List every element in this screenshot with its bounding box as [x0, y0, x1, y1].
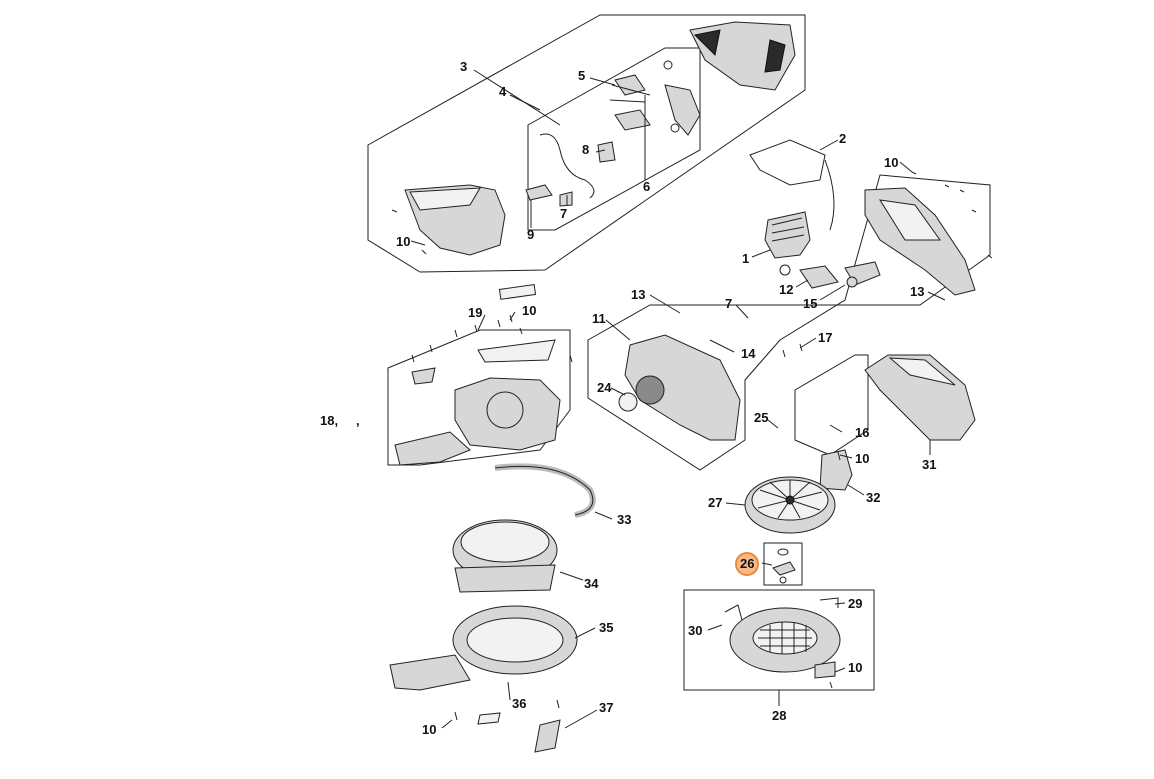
callout-31: 31	[922, 457, 937, 472]
callout-27: 27	[708, 495, 723, 510]
callout-8: 8	[582, 142, 590, 157]
blower-housing-part	[454, 377, 561, 451]
callout-1: 1	[742, 251, 750, 266]
trigger-part	[614, 74, 646, 96]
callout-11: 11	[592, 311, 606, 326]
callout-10: 10	[848, 660, 863, 675]
trigger-lever-part	[664, 84, 701, 136]
callout-24: 24	[597, 380, 612, 395]
callout-18: 18,	[320, 413, 339, 428]
housing-group-frame	[587, 174, 991, 471]
switch-part	[597, 141, 616, 163]
power-cable-part	[749, 139, 826, 186]
callout-10: 10	[422, 722, 437, 737]
callout-35: 35	[599, 620, 614, 635]
callout-10: 10	[884, 155, 899, 170]
callout-33: 33	[617, 512, 632, 527]
callout-28: 28	[772, 708, 787, 723]
callout-2: 2	[839, 131, 847, 146]
callout-12: 12	[779, 282, 794, 297]
highlighted-callout-26-marker[interactable]	[735, 552, 759, 576]
callout-26[interactable]: 26	[740, 556, 755, 571]
callout-25: 25	[754, 410, 769, 425]
callout-32: 32	[866, 490, 881, 505]
fan-hardware-frame	[763, 542, 803, 586]
callout-13: 13	[631, 287, 646, 302]
callout-7: 7	[725, 296, 733, 311]
side-housing-part	[624, 334, 741, 441]
handle-subgroup-frame	[527, 47, 701, 231]
callout-9: 9	[527, 227, 535, 242]
callout-3: 3	[460, 59, 468, 74]
callout-13: 13	[910, 284, 925, 299]
callout-6: 6	[643, 179, 651, 194]
callout-17: 17	[818, 330, 833, 345]
callout-29: 29	[848, 596, 863, 611]
hose-part	[494, 463, 596, 518]
callout-37: 37	[599, 700, 614, 715]
right-housing-part	[864, 187, 976, 296]
nozzle-part	[864, 354, 976, 441]
callout-10: 10	[522, 303, 537, 318]
callout-34: 34	[584, 576, 599, 591]
callout-18-separator: ,	[356, 413, 360, 428]
callout-36: 36	[512, 696, 527, 711]
callout-5: 5	[578, 68, 586, 83]
callout-7: 7	[560, 206, 568, 221]
callout-30: 30	[688, 623, 703, 638]
callout-15: 15	[803, 296, 818, 311]
callout-10: 10	[855, 451, 870, 466]
callout-14: 14	[741, 346, 756, 361]
callout-16: 16	[855, 425, 870, 440]
callout-19: 19	[468, 305, 483, 320]
trigger-group-frame	[794, 354, 869, 456]
callout-4: 4	[499, 84, 507, 99]
callout-10: 10	[396, 234, 411, 249]
handle-assembly-frame	[367, 14, 806, 273]
